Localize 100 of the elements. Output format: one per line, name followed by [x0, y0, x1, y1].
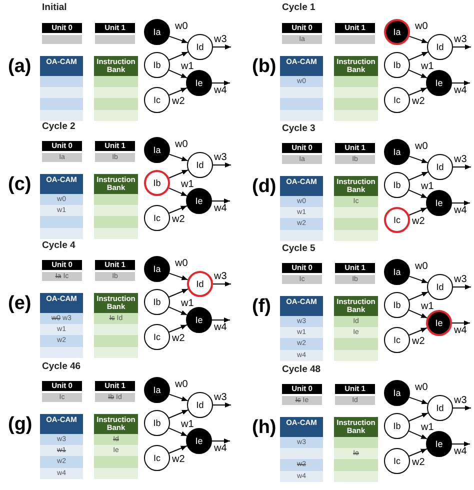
arrow: [408, 207, 428, 216]
arrow: [452, 406, 472, 410]
arrow: [168, 188, 188, 196]
panel-label: (d): [252, 177, 276, 196]
edge-label: w2: [412, 458, 425, 468]
arrow: [408, 396, 428, 404]
edge-label: w1: [181, 420, 194, 430]
panel-title: Cycle 4: [42, 241, 76, 250]
arrow: [168, 87, 188, 96]
arrow: [168, 428, 188, 436]
circle-node: Ia: [144, 137, 170, 163]
arrow: [452, 164, 472, 170]
arrow: [168, 394, 188, 402]
edge-label: w1: [421, 423, 434, 433]
arrow: [408, 156, 428, 164]
arrow: [168, 324, 188, 333]
arrow: [212, 80, 230, 86]
arrow: [168, 288, 188, 298]
edge-label: w4: [454, 326, 467, 336]
arrow: [408, 70, 428, 78]
circle-node: Ib: [144, 289, 170, 315]
edge-label: w4: [454, 86, 467, 96]
edge-label: w1: [181, 62, 194, 72]
panel-label: (c): [8, 175, 32, 194]
circle-node: Ib: [384, 52, 410, 78]
circle-node: Ib: [384, 413, 410, 439]
circle-node: Ic: [384, 327, 410, 353]
circle-node: Ic: [144, 87, 170, 113]
circle-node: Id: [187, 271, 213, 297]
arrow: [168, 70, 188, 78]
arrow: [408, 292, 428, 300]
arrow: [168, 170, 188, 178]
circle-node: Ic: [144, 324, 170, 350]
arrow: [452, 442, 470, 446]
edge-label: w1: [181, 180, 194, 190]
circle-node: Ie: [426, 431, 452, 457]
edge-label: w4: [454, 206, 467, 216]
panel-label: (f): [252, 297, 271, 316]
edge-label: w3: [214, 153, 227, 163]
arrow: [408, 87, 428, 96]
edge-label: w0: [175, 259, 188, 269]
edge-label: w1: [421, 302, 434, 312]
arrow: [408, 327, 428, 336]
panel-title: Cycle 3: [282, 124, 316, 134]
panel-title: Cycle 2: [42, 122, 76, 132]
edge-label: w4: [214, 86, 227, 96]
edge-label: w3: [214, 272, 227, 282]
edge-label: w0: [175, 140, 188, 150]
arrow: [168, 154, 188, 162]
arrow: [408, 448, 428, 457]
arrow: [212, 282, 232, 286]
circle-node: Ib: [144, 410, 170, 436]
panel-title: Initial: [42, 3, 67, 12]
arrow: [408, 36, 428, 44]
circle-node: Id: [427, 395, 453, 421]
circle-node: Id: [187, 152, 213, 178]
panel-label: (a): [8, 57, 32, 76]
panel-title: Cycle 48: [282, 365, 321, 374]
edge-label: w4: [214, 444, 227, 454]
arrow: [168, 272, 188, 280]
arrow: [408, 52, 428, 60]
edge-label: w3: [454, 275, 467, 285]
circle-node: Ic: [384, 448, 410, 474]
panel-title: Cycle 1: [282, 3, 316, 12]
arrow: [452, 320, 470, 326]
arrow: [168, 52, 188, 60]
arrow: [212, 318, 230, 322]
edge-label: w2: [172, 334, 185, 344]
edge-label: w0: [415, 22, 428, 32]
arrow: [452, 80, 470, 86]
circle-node: Ie: [186, 428, 212, 454]
edge-label: w0: [415, 383, 428, 393]
circle-node: Id: [427, 274, 453, 300]
arrow: [408, 412, 428, 422]
edge-label: w2: [412, 337, 425, 347]
circle-node: Ic: [384, 87, 410, 113]
edge-label: w1: [421, 62, 434, 72]
edge-label: w3: [454, 35, 467, 45]
arrow: [408, 310, 428, 318]
arrow: [452, 200, 470, 206]
edge-label: w2: [412, 97, 425, 107]
arrow: [212, 162, 232, 168]
edge-label: w3: [454, 396, 467, 406]
edge-label: w0: [415, 262, 428, 272]
edge-label: w2: [172, 97, 185, 107]
circle-node: Ia: [384, 380, 410, 406]
circle-node: Ie: [426, 70, 452, 96]
circle-node: Ie: [186, 70, 212, 96]
panel-label: (b): [252, 57, 276, 76]
panel-label: (e): [8, 294, 32, 313]
arrow: [212, 44, 232, 50]
panel-label: (g): [8, 415, 32, 434]
circle-node: Ic: [144, 205, 170, 231]
circle-node: Ia: [384, 19, 410, 45]
circle-node: Ia: [384, 259, 410, 285]
circle-node: Id: [427, 154, 453, 180]
panel-title: Cycle 5: [282, 244, 316, 254]
edge-label: w0: [175, 380, 188, 390]
edge-label: w3: [454, 155, 467, 165]
edge-label: w2: [412, 217, 425, 227]
